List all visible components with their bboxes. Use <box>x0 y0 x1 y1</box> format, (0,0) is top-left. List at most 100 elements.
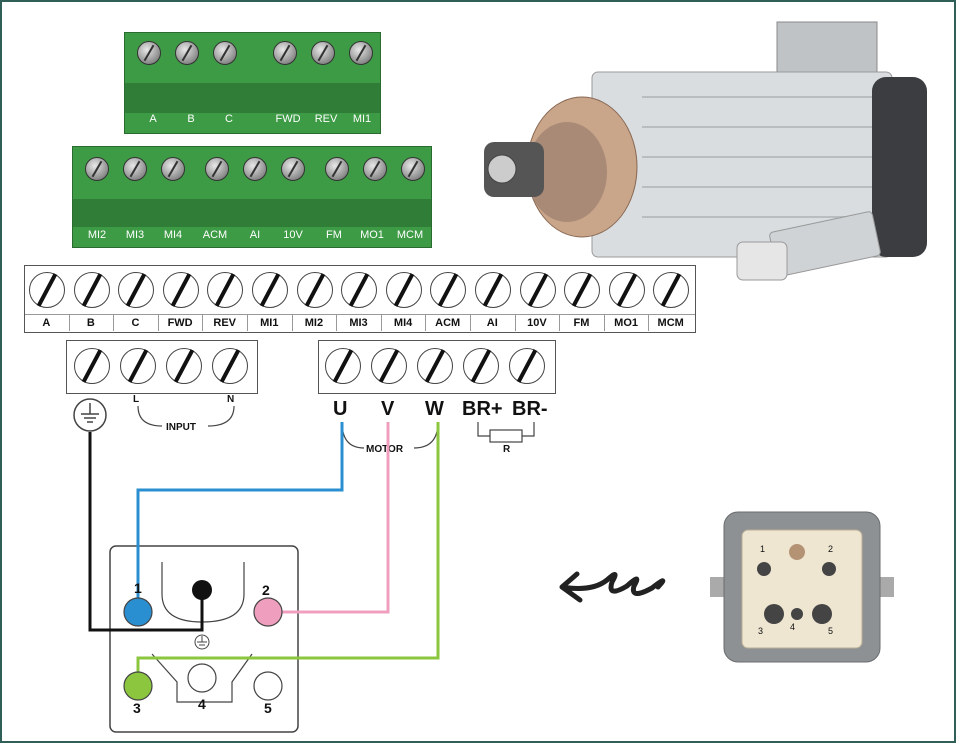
pin-1 <box>123 597 153 627</box>
terminal-divider <box>202 314 204 331</box>
terminal-screw <box>519 272 556 308</box>
terminal-divider <box>470 314 471 331</box>
photo-label: MCM <box>396 229 424 241</box>
terminal-divider <box>603 314 605 331</box>
terminal-screw <box>296 272 333 308</box>
brake-resistor-symbol <box>477 422 535 443</box>
terminal-photo-top: A B C FWD REV MI1 <box>124 32 381 134</box>
terminal-divider <box>113 314 115 331</box>
screw <box>137 41 161 65</box>
screw <box>281 157 305 181</box>
terminal-screw <box>475 272 511 308</box>
wire-v <box>282 422 390 614</box>
terminal-label: B <box>86 317 95 329</box>
photo-pin-1-label: 1 <box>760 544 766 554</box>
input-n-label: N <box>227 394 235 405</box>
wire-u <box>136 422 344 607</box>
terminal-screw <box>29 272 65 308</box>
screw <box>349 41 373 65</box>
motor-bracket <box>341 421 439 449</box>
terminal-divider <box>336 314 338 331</box>
photo-label: B <box>187 113 195 125</box>
terminal-screw <box>371 348 407 384</box>
terminal-screw <box>463 348 499 384</box>
terminal-label: MI1 <box>260 317 279 329</box>
photo-label: MI2 <box>87 229 107 241</box>
pin-2-label: 2 <box>262 582 270 598</box>
terminal-screw <box>252 272 288 308</box>
wire-w <box>136 422 440 684</box>
pin-3 <box>123 671 153 701</box>
terminal-body <box>125 83 380 113</box>
photo-pin-5-label: 5 <box>828 626 834 636</box>
cable-gland <box>736 241 788 281</box>
terminal-divider <box>559 314 561 331</box>
pin-ground <box>192 580 212 600</box>
photo-label: A <box>149 113 157 125</box>
terminal-screw <box>608 272 645 308</box>
screw <box>273 41 297 65</box>
terminal-label: MCM <box>657 317 684 329</box>
photo-label: MI1 <box>352 113 372 125</box>
pin-5 <box>253 671 283 701</box>
screw <box>161 157 185 181</box>
terminal-screw <box>212 348 248 384</box>
terminal-screw <box>74 348 110 384</box>
photo-label: MI4 <box>163 229 183 241</box>
terminal-screw <box>120 348 156 384</box>
motor-u-label: U <box>333 398 348 420</box>
resistor-label: R <box>503 444 511 455</box>
pin-1-label: 1 <box>134 580 142 596</box>
terminal-screw <box>207 272 244 308</box>
collet <box>487 154 517 184</box>
terminal-screw <box>509 348 545 384</box>
terminal-divider <box>648 314 650 331</box>
input-l-label: L <box>133 394 140 405</box>
screw <box>213 41 237 65</box>
terminal-divider <box>247 314 248 331</box>
terminal-body <box>73 199 431 227</box>
photo-label: FM <box>326 229 342 241</box>
terminal-screw <box>341 272 378 308</box>
terminal-divider <box>380 314 382 331</box>
photo-pin-3-label: 3 <box>758 626 764 636</box>
ground-symbol <box>73 398 107 432</box>
terminal-label: MI3 <box>349 317 368 329</box>
terminal-screw <box>564 272 601 308</box>
terminal-label: ACM <box>435 317 461 329</box>
arrow-icon <box>559 571 666 603</box>
wire-ground <box>88 432 204 632</box>
photo-label: AI <box>249 229 261 241</box>
terminal-screw <box>118 272 155 308</box>
photo-label: MI3 <box>125 229 145 241</box>
terminal-divider <box>68 314 70 331</box>
motor-fins <box>642 96 872 218</box>
spindle-nose <box>527 122 607 222</box>
screw <box>123 157 147 181</box>
photo-label: C <box>225 113 233 125</box>
terminal-divider <box>514 314 516 331</box>
terminal-label: 10V <box>527 317 547 329</box>
terminal-label: A <box>42 317 51 329</box>
screw <box>205 157 229 181</box>
photo-label: 10V <box>283 229 303 241</box>
motor-v-label: V <box>381 398 395 420</box>
screw <box>85 157 109 181</box>
terminal-label: REV <box>213 317 236 329</box>
terminal-label: C <box>131 317 140 329</box>
motor-group-label: MOTOR <box>366 444 404 455</box>
motor-fan-cover <box>872 77 927 257</box>
screw <box>401 157 425 181</box>
screw <box>175 41 199 65</box>
terminal-label: MO1 <box>614 317 639 329</box>
photo-pin-2-label: 2 <box>828 544 834 554</box>
photo-pin-4-label: 4 <box>790 622 796 632</box>
terminal-screw <box>166 348 202 384</box>
photo-label: MO1 <box>360 229 384 241</box>
photo-label: REV <box>314 113 338 125</box>
connector-photo <box>710 511 894 663</box>
pin-ground-symbol <box>194 634 210 650</box>
photo-label: ACM <box>202 229 228 241</box>
